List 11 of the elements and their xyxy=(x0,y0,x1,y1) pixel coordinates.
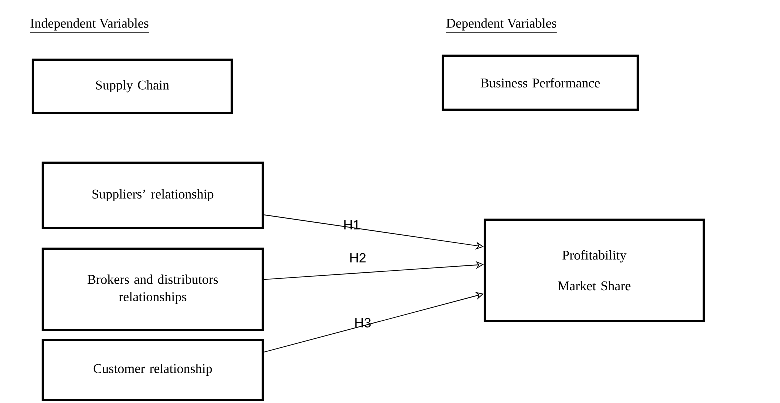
heading: Independent Variables xyxy=(30,18,150,33)
variable-box: Suppliers’ relationship xyxy=(42,162,264,230)
edge-label: H3 xyxy=(356,318,371,328)
variable-box: Profitability Market Share xyxy=(484,218,706,322)
variable-box: Supply Chain xyxy=(32,58,234,114)
variable-box: Business Performance xyxy=(442,54,640,112)
arrow xyxy=(264,292,484,353)
variable-box: Customer relationship xyxy=(42,338,264,402)
edge-label: H2 xyxy=(350,253,366,263)
variable-box: Brokers and distributors relationships xyxy=(42,248,264,332)
heading: Dependent Variables xyxy=(446,18,558,33)
